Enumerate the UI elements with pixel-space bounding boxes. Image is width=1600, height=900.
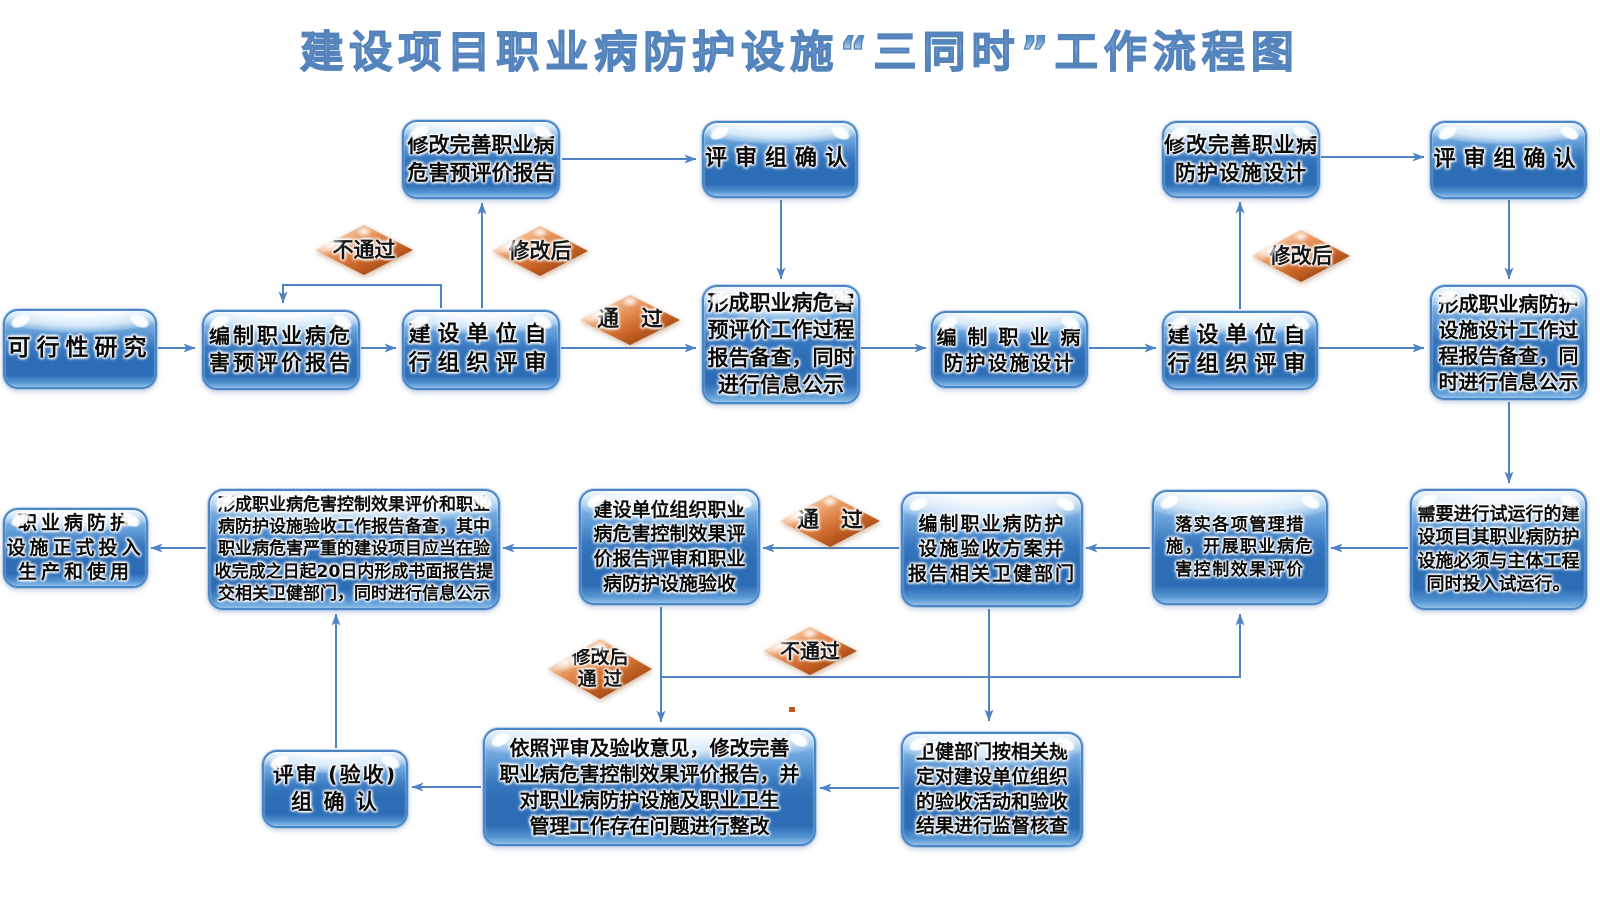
node-review-group-confirm-1: 评审组确认: [702, 121, 858, 198]
diamond-fail-2: 不通过: [763, 627, 857, 675]
node-org-review-acceptance: 建设单位组织职业 病危害控制效果评 价报告评审和职业 病防护设施验收: [579, 489, 760, 605]
node-compile-protection-design: 编 制 职 业 病 防护设施设计: [931, 311, 1088, 388]
node-form-control-effect-record: 形成职业病危害控制效果评价和职业 病防护设施验收工作报告备查，其中 职业病危害严…: [208, 489, 500, 610]
node-self-organize-review-1: 建设单位自 行组织评审: [402, 310, 560, 390]
arrow-selfreview1-fail-to-compilepre: [278, 284, 442, 308]
diamond-revised-2: 修改后: [1252, 230, 1350, 282]
node-compile-acceptance-plan: 编制职业病防护 设施验收方案并 报告相关卫健部门: [901, 492, 1083, 607]
node-formal-use: 职业病防护 设施正式投入 生产和使用: [3, 508, 148, 588]
node-feasibility-study: 可行性研究: [3, 309, 157, 389]
diamond-fail-1-wrap: 不通过: [315, 225, 413, 275]
node-form-design-record: 形成职业病防护 设施设计工作过 程报告备查，同 时进行信息公示: [1430, 285, 1587, 400]
node-revise-protection-design: 修改完善职业病 防护设施设计: [1162, 121, 1320, 198]
diamond-revised-1: 修改后: [492, 226, 588, 276]
node-revise-pre-evaluation-report: 修改完善职业病 危害预评价报告: [402, 120, 560, 199]
diamond-pass-2-wrap: 通 过: [780, 495, 880, 547]
node-compile-pre-evaluation-report: 编制职业病危 害预评价报告: [202, 310, 360, 390]
node-health-dept-supervise: 卫健部门按相关规 定对建设单位组织 的验收活动和验收 结果进行监督核查: [901, 732, 1083, 847]
diamond-revised-1-wrap: 修改后: [492, 226, 588, 276]
diamond-revised-pass-wrap: 修改后 通 过: [548, 639, 652, 699]
node-review-group-confirm-2: 评审组确认: [1430, 121, 1587, 199]
node-acceptance-group-confirm: 评审 (验收) 组 确 认: [262, 750, 408, 828]
diamond-pass-1-wrap: 通 过: [580, 295, 680, 345]
diamond-pass-2: 通 过: [780, 495, 880, 547]
stray-orange-dot: [789, 707, 795, 712]
node-self-organize-review-2: 建设单位自 行组织评审: [1162, 311, 1318, 390]
node-implement-measures: 落实各项管理措 施，开展职业病危 害控制效果评价: [1152, 490, 1328, 605]
page-title: 建设项目职业病防护设施“三同时”工作流程图: [0, 18, 1600, 80]
node-rectify-issues: 依照评审及验收意见，修改完善 职业病危害控制效果评价报告，并 对职业病防护设施及…: [483, 728, 816, 846]
arrow-fail-to-implement: [661, 613, 1245, 678]
node-trial-run: 需要进行试运行的建 设项目其职业病防护 设施必须与主体工程 同时投入试运行。: [1410, 489, 1587, 610]
diamond-revised-2-wrap: 修改后: [1252, 230, 1350, 282]
diamond-pass-1: 通 过: [580, 295, 680, 345]
node-form-pre-evaluation-record: 形成职业病危害 预评价工作过程 报告备查，同时 进行信息公示: [702, 285, 860, 404]
diamond-fail-2-wrap: 不通过: [763, 627, 857, 675]
diamond-revised-pass: 修改后 通 过: [548, 639, 652, 699]
diamond-fail-1: 不通过: [315, 225, 413, 275]
